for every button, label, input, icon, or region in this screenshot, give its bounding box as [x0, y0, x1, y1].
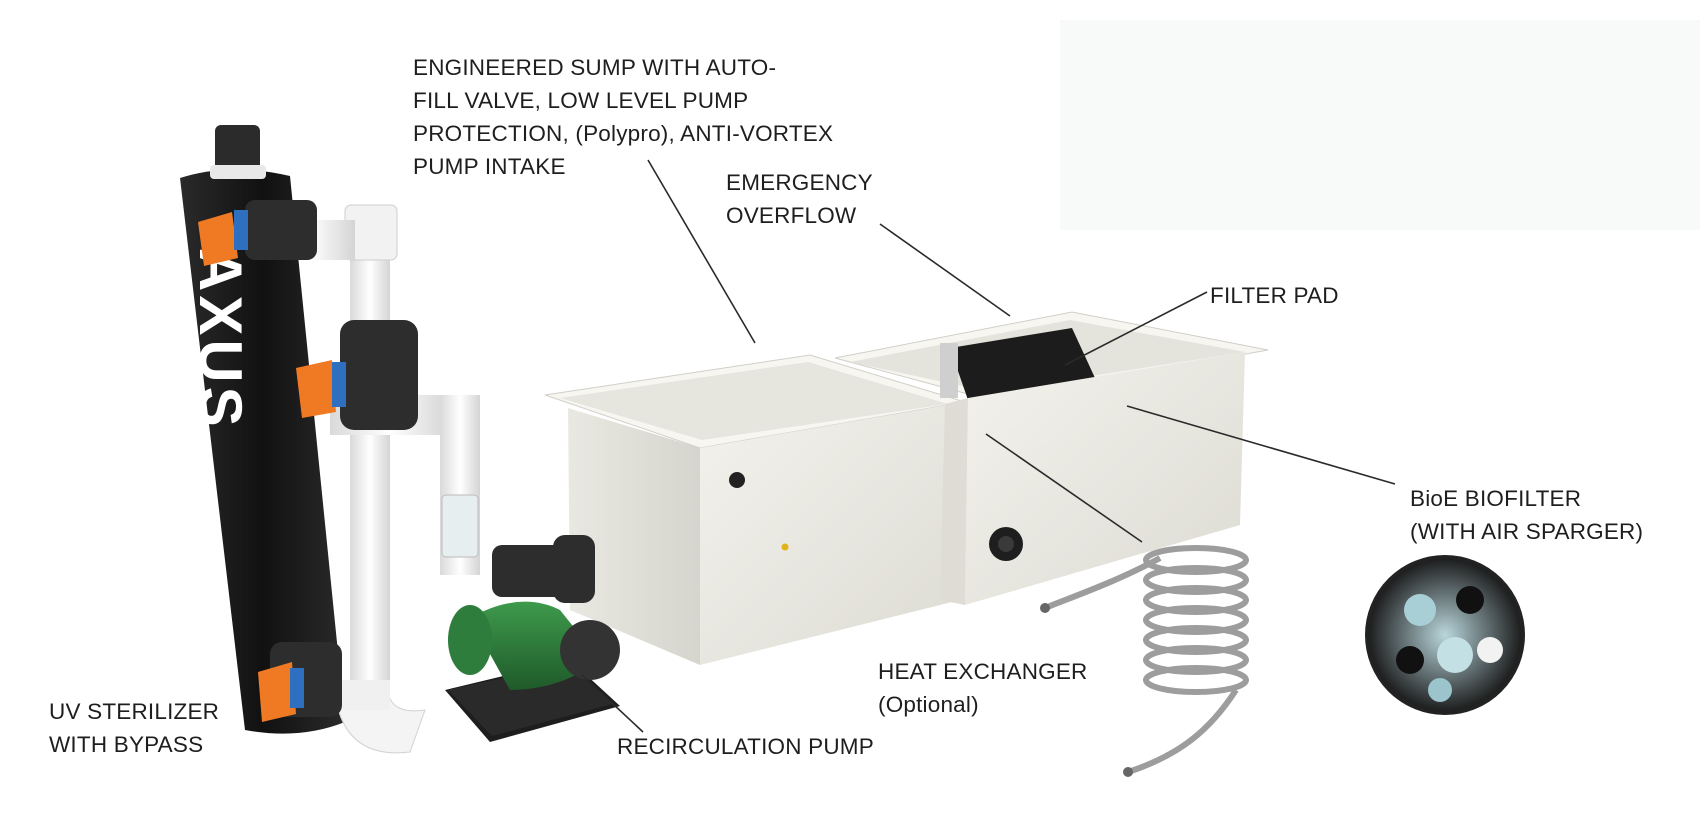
label-heat-exchanger: HEAT EXCHANGER (Optional) — [878, 659, 1088, 717]
uv-cap — [215, 125, 260, 173]
leader-line-biofilter — [1126, 405, 1396, 485]
valve-handle-icon — [198, 212, 238, 266]
label-uv-sterilizer: UV STERILIZER WITH BYPASS — [49, 699, 220, 757]
label-emergency-overflow: EMERGENCY OVERFLOW — [726, 170, 873, 228]
leader-lines — [581, 159, 1396, 733]
leader-line-heat-exchanger — [985, 433, 1143, 543]
biomedia-closeup — [1365, 555, 1525, 715]
heat-exchanger-coil — [1043, 545, 1249, 775]
leader-line-overflow — [879, 223, 1011, 317]
leader-line-sump — [647, 159, 756, 344]
uv-sterilizer: AXUS — [180, 125, 345, 734]
sump-fitting — [729, 472, 745, 488]
biofilter-tank — [834, 311, 1269, 605]
leader-line-pump — [581, 674, 644, 733]
uv-brand-text: AXUS — [187, 248, 254, 431]
label-recirculation-pump: RECIRCULATION PUMP — [617, 734, 874, 759]
label-biofilter: BioE BIOFILTER (WITH AIR SPARGER) — [1410, 486, 1644, 544]
label-sump: ENGINEERED SUMP WITH AUTO- FILL VALVE, L… — [413, 55, 834, 179]
filter-pad-frame — [940, 343, 958, 398]
valve-handle-icon — [258, 662, 296, 722]
valve-handle-icon — [296, 360, 336, 418]
label-filter-pad: FILTER PAD — [1210, 283, 1339, 308]
background-haze — [1060, 20, 1700, 230]
valves — [198, 200, 595, 722]
sump-tank — [544, 354, 966, 665]
auto-fill-valve-icon — [781, 543, 789, 551]
recirculation-pump — [445, 601, 620, 742]
leader-line-filter-pad — [1064, 291, 1208, 366]
